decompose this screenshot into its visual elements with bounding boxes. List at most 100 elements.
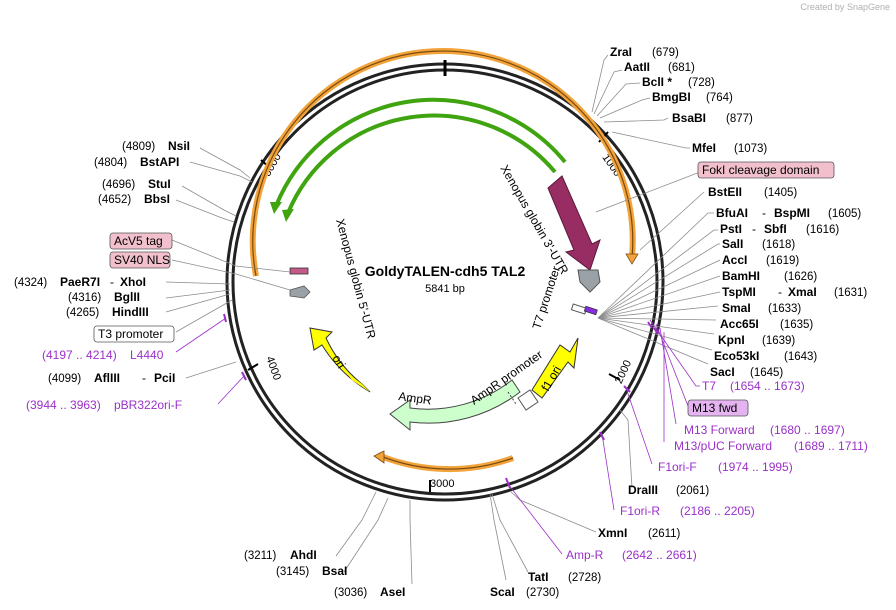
ori-feature[interactable] bbox=[309, 327, 371, 393]
primer-label-pbr322ori-f[interactable]: (3944 .. 3963) pBR322ori-F bbox=[26, 398, 182, 412]
green-arc-inner[interactable] bbox=[286, 113, 557, 214]
enzyme-label-tspmi[interactable]: TspMI -XmaI (1631) bbox=[722, 285, 867, 299]
enzyme-label-bsteii[interactable]: BstEII (1405) bbox=[708, 185, 797, 199]
acv5-marker[interactable] bbox=[289, 267, 309, 275]
map-text: (1635) bbox=[780, 319, 813, 331]
map-text: PaeR7I bbox=[60, 275, 100, 289]
enzyme-label-bsabi[interactable]: BsaBI(877) bbox=[672, 111, 753, 125]
green-arc-outer-head bbox=[270, 202, 282, 214]
enzyme-label-sali[interactable]: SalI(1618) bbox=[722, 237, 795, 251]
enzyme-label-scai[interactable]: ScaI(2730) bbox=[490, 585, 559, 599]
primer-label-f1ori-r[interactable]: F1ori-R(2186 .. 2205) bbox=[620, 504, 755, 518]
enzyme-label-tati[interactable]: TatI(2728) bbox=[528, 570, 601, 584]
enzyme-label-mfei[interactable]: MfeI(1073) bbox=[692, 141, 767, 155]
enzyme-label-aatii[interactable]: AatII(681) bbox=[624, 60, 695, 74]
enzyme-label-asei[interactable]: (3036)AseI bbox=[334, 585, 405, 599]
map-text: (3944 .. 3963) bbox=[26, 398, 101, 412]
map-text: (1680 .. 1697) bbox=[770, 423, 845, 437]
enzyme-label-saci[interactable]: SacI(1645) bbox=[710, 365, 783, 379]
map-text: - bbox=[110, 275, 114, 289]
map-text: BglII bbox=[114, 290, 140, 304]
ampr-feature[interactable] bbox=[389, 379, 521, 432]
primer-label-t7[interactable]: T7(1654 .. 1673) bbox=[702, 379, 805, 393]
map-text: (2611) bbox=[648, 528, 681, 540]
enzyme-label-acci[interactable]: AccI(1619) bbox=[722, 253, 799, 267]
sv40-marker[interactable] bbox=[289, 285, 311, 299]
green-arc-outer[interactable] bbox=[274, 97, 567, 207]
map-text: M13 fwd bbox=[692, 401, 737, 415]
snapgene-brand: Created by SnapGene bbox=[800, 2, 890, 12]
enzyme-label-hindiii[interactable]: (4265)HindIII bbox=[66, 305, 149, 319]
map-text: F1ori-F bbox=[658, 460, 697, 474]
enzyme-label-stui[interactable]: (4696)StuI bbox=[102, 177, 171, 191]
enzyme-label-bbsi[interactable]: (4652)BbsI bbox=[98, 192, 170, 206]
callout-foki[interactable]: FokI cleavage domain bbox=[697, 161, 835, 179]
callout-t3[interactable]: T3 promoter bbox=[93, 325, 175, 343]
ampr-promoter-feature[interactable] bbox=[517, 389, 539, 411]
map-text: SV40 NLS bbox=[114, 253, 170, 267]
enzyme-label-eco53ki[interactable]: Eco53kI(1643) bbox=[714, 349, 817, 363]
enzyme-label-bamhi[interactable]: BamHI(1626) bbox=[722, 269, 817, 283]
map-text: (1631) bbox=[834, 287, 867, 299]
map-text: BstEII bbox=[708, 185, 742, 199]
primer-label-amp-r[interactable]: Amp-R(2642 .. 2661) bbox=[566, 548, 697, 562]
enzyme-label-acc65i[interactable]: Acc65I(1635) bbox=[720, 317, 813, 331]
xen3-feature[interactable] bbox=[547, 175, 601, 271]
leaders-right bbox=[165, 54, 721, 585]
enzyme-label-bsai[interactable]: (3145)BsaI bbox=[276, 564, 347, 578]
feature-label-ori: ori bbox=[329, 352, 348, 371]
map-text: BclI * bbox=[642, 75, 672, 89]
map-text: AhdI bbox=[290, 548, 317, 562]
map-text: StuI bbox=[148, 177, 171, 191]
map-text: - bbox=[778, 285, 782, 299]
map-text: BbsI bbox=[144, 192, 170, 206]
map-text: BfuAI bbox=[716, 206, 748, 220]
primer-label-m13-forward[interactable]: M13 Forward(1680 .. 1697) bbox=[684, 423, 845, 437]
orf-arc-top-head bbox=[625, 253, 639, 265]
enzyme-label-ahdi[interactable]: (3211)AhdI bbox=[244, 548, 317, 562]
map-text: (3036) bbox=[334, 587, 367, 599]
f1ori-feature[interactable] bbox=[531, 337, 579, 399]
map-text: (1405) bbox=[764, 187, 797, 199]
map-text: PciI bbox=[154, 371, 175, 385]
enzyme-label-bfuai[interactable]: BfuAI-BspMI(1605) bbox=[716, 206, 861, 220]
enzyme-label-bglii[interactable]: (4316)BglII bbox=[68, 290, 140, 304]
map-text: pBR322ori-F bbox=[114, 398, 182, 412]
map-text: XmaI bbox=[788, 285, 817, 299]
callout-acv5[interactable]: AcV5 tag bbox=[109, 232, 173, 250]
enzyme-label-bstapi[interactable]: (4804)BstAPI bbox=[94, 155, 179, 169]
callout-m13fwd[interactable]: M13 fwd bbox=[687, 399, 749, 417]
primer-label-l4440[interactable]: (4197 .. 4214)L4440 bbox=[42, 348, 164, 362]
enzyme-label-xmni[interactable]: XmnI(2611) bbox=[598, 526, 681, 540]
map-text: SbfI bbox=[764, 222, 787, 236]
enzyme-label-afliii[interactable]: (4099)AflIII-PciI bbox=[48, 371, 175, 385]
map-text: (3145) bbox=[276, 566, 309, 578]
callout-sv40[interactable]: SV40 NLS bbox=[109, 251, 171, 269]
primer-label-m13puc-forward[interactable]: M13/pUC Forward(1689 .. 1711) bbox=[674, 439, 868, 453]
map-text: (1654 .. 1673) bbox=[730, 379, 805, 393]
map-text: - bbox=[142, 371, 146, 385]
map-text: (1974 .. 1995) bbox=[718, 460, 793, 474]
map-text: MfeI bbox=[692, 141, 716, 155]
enzyme-label-nsii[interactable]: (4809)NsiI bbox=[122, 139, 190, 153]
enzyme-label-draiii[interactable]: DraIII(2061) bbox=[628, 483, 709, 497]
primer-label-f1ori-f[interactable]: F1ori-F (1974 .. 1995) bbox=[658, 460, 793, 474]
enzyme-label-psti[interactable]: PstI-SbfI(1616) bbox=[720, 222, 839, 236]
enzyme-label-kpni[interactable]: KpnI(1639) bbox=[718, 333, 795, 347]
map-text: SacI bbox=[710, 365, 735, 379]
enzyme-label-paer7i[interactable]: (4324)PaeR7I-XhoI bbox=[14, 275, 146, 289]
map-text: TspMI bbox=[722, 285, 756, 299]
map-text: BstAPI bbox=[140, 155, 179, 169]
t7-marker[interactable] bbox=[570, 303, 598, 316]
map-text: (2186 .. 2205) bbox=[680, 504, 755, 518]
enzyme-label-bmgbi[interactable]: BmgBI(764) bbox=[652, 90, 733, 104]
map-text: DraIII bbox=[628, 483, 658, 497]
map-text: (1619) bbox=[766, 255, 799, 267]
enzyme-label-bcli[interactable]: BclI *(728) bbox=[642, 75, 715, 89]
enzyme-label-zrai[interactable]: ZraI(679) bbox=[610, 45, 679, 59]
grey-arrow-feature[interactable] bbox=[577, 269, 601, 293]
map-text: (2728) bbox=[568, 572, 601, 584]
enzyme-label-smai[interactable]: SmaI(1633) bbox=[722, 301, 801, 315]
map-text: SalI bbox=[722, 237, 743, 251]
